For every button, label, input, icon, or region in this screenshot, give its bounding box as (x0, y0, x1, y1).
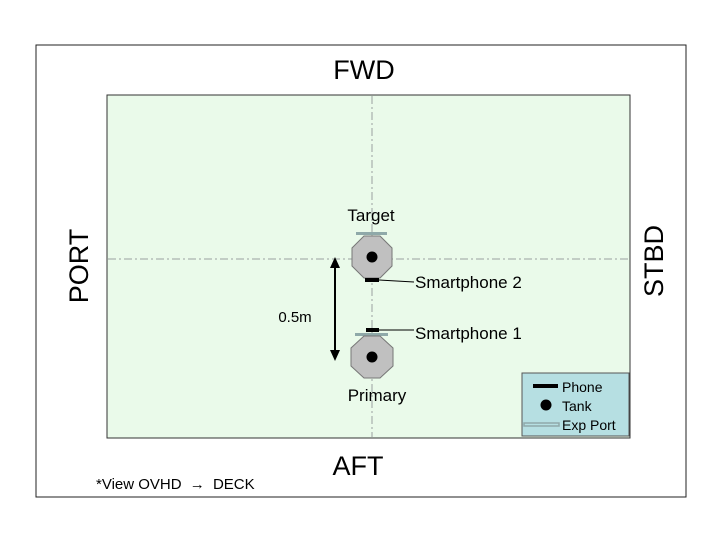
smartphone-2-label: Smartphone 2 (415, 273, 522, 292)
footnote-prefix: *View OVHD (96, 476, 182, 493)
aft-label: AFT (333, 451, 384, 481)
legend-phone-label: Phone (562, 379, 603, 395)
primary-tank-icon (366, 351, 378, 363)
smartphone-2-leader (378, 279, 415, 283)
smartphone-1-icon (366, 328, 379, 332)
legend-exp-port-label: Exp Port (562, 417, 616, 433)
legend-phone-icon (533, 384, 558, 388)
primary-satellite (350, 328, 394, 379)
primary-exp-port (355, 333, 388, 336)
legend: Phone Tank Exp Port (521, 372, 630, 437)
footnote-arrow: → (190, 476, 205, 493)
legend-exp-port-icon (523, 422, 560, 427)
legend-tank-label: Tank (562, 398, 593, 414)
target-exp-port (356, 232, 387, 235)
smartphone-1-label: Smartphone 1 (415, 324, 522, 343)
distance-label: 0.5m (278, 309, 311, 326)
legend-tank-icon (540, 399, 552, 411)
port-label: PORT (64, 229, 94, 304)
stbd-label: STBD (639, 225, 669, 297)
view-footnote: *View OVHD → DECK (96, 476, 255, 493)
target-tank-icon (366, 251, 378, 263)
target-label: Target (347, 206, 395, 225)
footnote-suffix: DECK (213, 476, 255, 493)
fwd-label: FWD (333, 55, 394, 85)
target-satellite (351, 232, 393, 282)
smartphone-2-icon (365, 278, 379, 282)
primary-label: Primary (348, 386, 407, 405)
distance-arrow (330, 257, 340, 361)
